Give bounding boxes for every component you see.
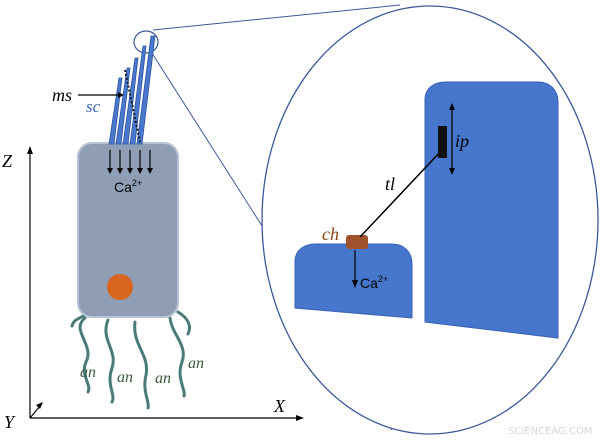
cell-calcium-label: Ca2+: [114, 178, 142, 195]
an-label-1: an: [80, 364, 96, 381]
ip-label: ip: [455, 131, 469, 151]
afferent-nerves: [70, 310, 192, 410]
watermark: SCIENCEAG.COM: [508, 426, 592, 437]
sc-label: sc: [86, 97, 101, 116]
tip-link-dots: [124, 69, 141, 143]
zoom-calcium-label: Ca2+: [360, 274, 388, 291]
stereocilium-2: [115, 67, 131, 145]
calcium-arrowheads: [107, 168, 153, 174]
nucleus: [107, 274, 133, 300]
ms-label: ms: [52, 85, 72, 105]
stereocilium-4: [129, 45, 147, 145]
axis-z-label: Z: [2, 151, 13, 171]
tall-stereocilium-block: [424, 81, 559, 339]
an-label-2: an: [117, 369, 133, 386]
zoom-calcium-arrow: [352, 250, 358, 288]
an-label-4: an: [188, 355, 204, 372]
stereocilium-3: [122, 57, 139, 145]
ch-label: ch: [322, 224, 339, 244]
zoom-source-circle: [133, 30, 159, 54]
zoom-connector-top: [152, 4, 401, 31]
stereocilia-bundle: [108, 35, 156, 145]
insertion-plaque: [438, 126, 447, 158]
ms-arrowhead: [118, 92, 124, 98]
calcium-influx-arrows: [109, 150, 151, 170]
mechanotransduction-channel: [346, 235, 368, 249]
axis-y-label: Y: [4, 412, 16, 432]
coordinate-axes: [27, 146, 304, 421]
ip-double-arrow: [449, 103, 455, 175]
tip-link: [359, 149, 443, 238]
axis-x-label: X: [273, 396, 286, 416]
an-label-3: an: [155, 370, 171, 387]
tl-label: tl: [385, 174, 395, 194]
stereocilium-5: [136, 35, 156, 145]
